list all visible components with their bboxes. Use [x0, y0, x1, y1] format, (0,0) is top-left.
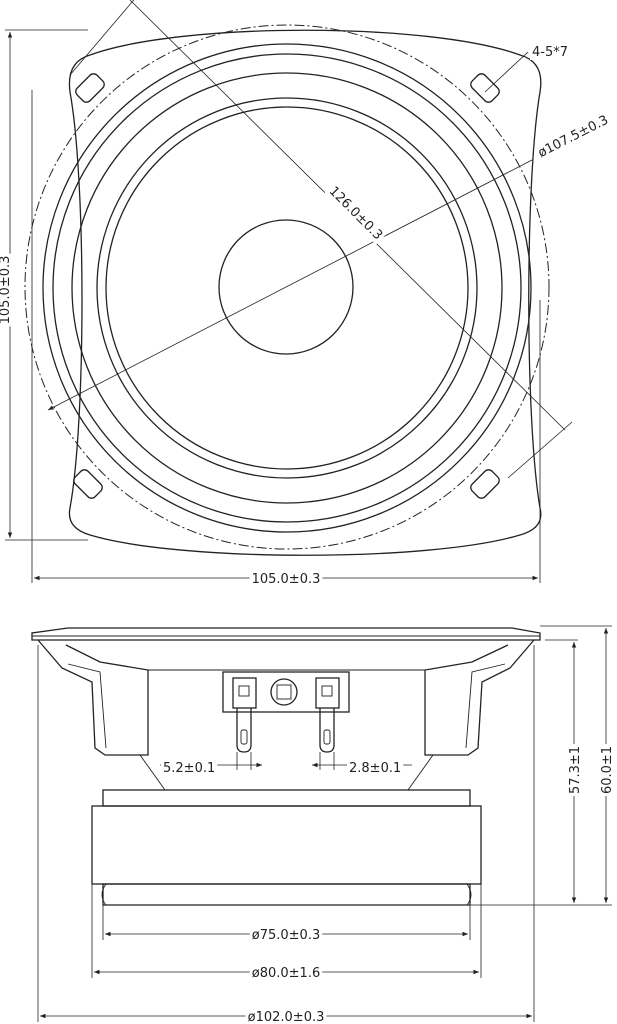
basket-left [37, 639, 149, 756]
label-backing [0, 253, 13, 327]
label-backing [249, 928, 323, 943]
mounting-hole-top-left [75, 73, 105, 103]
label-backing [600, 743, 615, 797]
width-label: 105.0±0.3 [252, 572, 321, 587]
total-height-label: 60.0±1 [600, 746, 615, 794]
terminal-pin-left [236, 708, 252, 753]
flange-label: ø102.0±0.3 [248, 1010, 325, 1024]
label-backing [534, 111, 613, 162]
terminal-wide-label: 5.2±0.1 [163, 761, 215, 776]
cone-ring-outer [96, 97, 478, 479]
basket-right [424, 639, 535, 756]
frame-diameter-line [47, 159, 533, 411]
hole-note-label: 4-5*7 [532, 45, 568, 60]
terminal-pin-right [319, 708, 335, 753]
surround-ring-3 [71, 72, 503, 504]
label-backing [249, 572, 323, 587]
mounting-hole-bottom-left [73, 469, 103, 499]
diagonal-ext-left [69, 0, 135, 76]
frame-diameter-label: ø107.5±0.3 [536, 113, 611, 161]
cone-ring-inner [105, 106, 469, 470]
surround-outer [42, 43, 532, 533]
label-backing [245, 1010, 327, 1024]
mounting-hole-top-right [470, 73, 500, 103]
label-backing [530, 45, 571, 60]
dust-cap [218, 219, 354, 355]
front-view: 4-5*7 ø107.5±0.3 126.0±0.3 105.0±0.3 105… [0, 0, 613, 587]
label-backing [249, 966, 323, 981]
label-backing [568, 743, 583, 797]
label-backing [161, 761, 218, 776]
magnet [91, 805, 482, 885]
front-frame-outline [68, 29, 542, 556]
top-plate [102, 789, 471, 807]
terminal-rivet [270, 678, 298, 706]
frame-diameter-circle [24, 24, 550, 550]
mounting-hole-bottom-right [470, 469, 500, 499]
side-view: 5.2±0.1 2.8±0.1 57.3±1 60.0±1 ø75.0±0.3 … [31, 625, 615, 1024]
magnet-outer-label: ø80.0±1.6 [252, 966, 320, 981]
height-label: 105.0±0.3 [0, 256, 13, 325]
magnet-inner-label: ø75.0±0.3 [252, 928, 320, 943]
surround-ring-2 [52, 53, 522, 523]
terminal-right-tab [315, 677, 340, 709]
diagonal-label: 126.0±0.3 [326, 184, 385, 243]
label-backing [324, 182, 387, 245]
terminal-narrow-label: 2.8±0.1 [349, 761, 401, 776]
terminal-left-tab [232, 677, 257, 709]
label-backing [347, 761, 404, 776]
flange-top [31, 627, 541, 641]
hole-leader-line [484, 51, 529, 93]
back-plate [102, 883, 471, 906]
magnet-height-label: 57.3±1 [568, 746, 583, 794]
